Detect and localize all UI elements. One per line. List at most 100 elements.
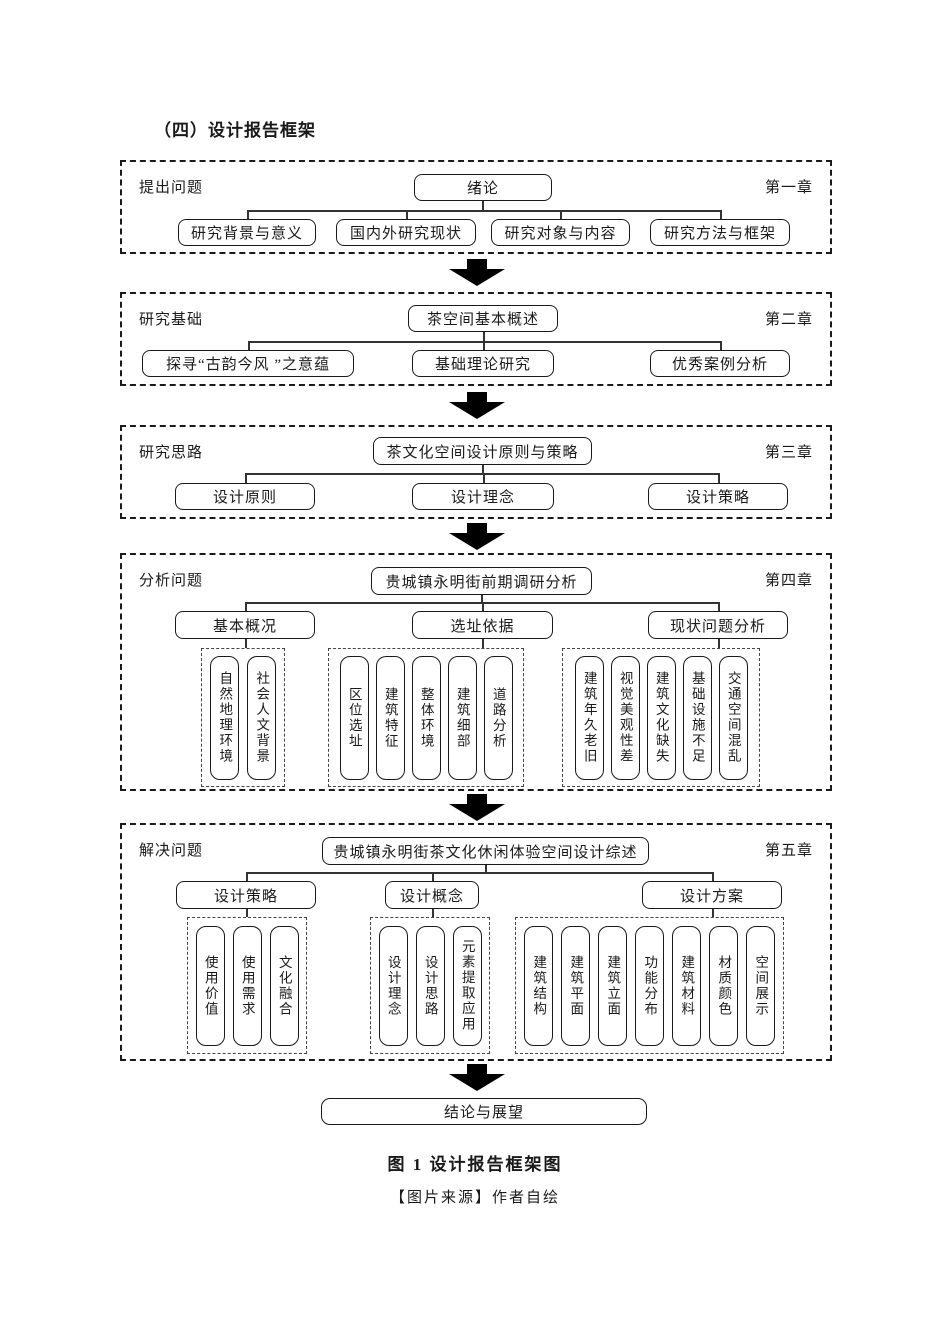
section-chapter-2: 研究基础 第二章 茶空间基本概述 探寻“古韵今风 ”之意蕴 基础理论研究 优秀案… bbox=[120, 292, 832, 386]
arrow-head bbox=[449, 402, 505, 419]
child-node: 设计原则 bbox=[175, 483, 315, 510]
connector-line bbox=[483, 332, 485, 341]
connector-line bbox=[720, 341, 722, 350]
arrow-head bbox=[449, 269, 505, 286]
child-node: 设计策略 bbox=[648, 483, 788, 510]
leaf-node: 交通空间混乱 bbox=[718, 655, 748, 780]
down-arrow-icon bbox=[449, 392, 505, 419]
connector-line bbox=[560, 210, 562, 219]
section-chapter-label: 第三章 bbox=[764, 445, 813, 461]
leaf-node: 设计思路 bbox=[415, 925, 445, 1046]
leaf-node: 设计理念 bbox=[378, 925, 408, 1046]
leaf-node: 建筑平面 bbox=[561, 925, 590, 1046]
connector-line bbox=[245, 602, 718, 604]
leaf-node: 使用价值 bbox=[195, 925, 225, 1046]
figure-caption: 图 1 设计报告框架图 bbox=[387, 1155, 563, 1174]
down-arrow-icon bbox=[449, 259, 505, 286]
parent-node: 绪论 bbox=[414, 174, 552, 201]
connector-line bbox=[712, 872, 714, 881]
child-node: 现状问题分析 bbox=[648, 611, 788, 639]
leaf-node: 建筑材料 bbox=[672, 925, 701, 1046]
leaf-node: 建筑年久老旧 bbox=[574, 655, 604, 780]
leaf-node: 自然地理环境 bbox=[210, 655, 239, 780]
section-chapter-label: 第四章 bbox=[764, 573, 813, 589]
child-node: 设计策略 bbox=[176, 881, 316, 909]
section-row-label: 研究思路 bbox=[139, 445, 204, 461]
subgroup-design-strategy: 使用价值 使用需求 文化融合 bbox=[187, 917, 307, 1054]
connector-line bbox=[482, 201, 484, 210]
arrow-stem bbox=[467, 523, 487, 533]
section-row-label: 分析问题 bbox=[139, 573, 204, 589]
child-node: 研究背景与意义 bbox=[178, 219, 316, 246]
connector-line bbox=[481, 595, 483, 602]
connector-line bbox=[720, 210, 722, 219]
leaf-node: 建筑结构 bbox=[524, 925, 553, 1046]
connector-line bbox=[248, 341, 250, 350]
connector-line bbox=[246, 909, 248, 917]
child-node: 设计方案 bbox=[642, 881, 782, 909]
child-node: 设计概念 bbox=[385, 881, 479, 909]
child-node: 国内外研究现状 bbox=[336, 219, 476, 246]
connector-line bbox=[482, 602, 484, 611]
parent-node: 茶文化空间设计原则与策略 bbox=[373, 437, 592, 465]
leaf-node: 建筑立面 bbox=[598, 925, 627, 1046]
section-chapter-1: 提出问题 第一章 绪论 研究背景与意义 国内外研究现状 研究对象与内容 研究方法… bbox=[120, 160, 832, 254]
leaf-node: 区位选址 bbox=[339, 655, 369, 780]
figure-source: 【图片来源】作者自绘 bbox=[389, 1190, 560, 1206]
parent-node: 贵城镇永明街前期调研分析 bbox=[371, 567, 592, 595]
connector-line bbox=[482, 639, 484, 648]
connector-line bbox=[712, 909, 714, 917]
leaf-node: 材质颜色 bbox=[709, 925, 738, 1046]
leaf-node: 道路分析 bbox=[483, 655, 513, 780]
child-node: 优秀案例分析 bbox=[650, 350, 790, 377]
leaf-node: 建筑细部 bbox=[447, 655, 477, 780]
connector-line bbox=[247, 210, 249, 219]
leaf-node: 社会人文背景 bbox=[247, 655, 276, 780]
leaf-node: 建筑特征 bbox=[375, 655, 405, 780]
arrow-head bbox=[449, 804, 505, 821]
subgroup-basic-overview: 自然地理环境 社会人文背景 bbox=[201, 648, 285, 787]
connector-line bbox=[482, 465, 484, 473]
child-node: 研究方法与框架 bbox=[650, 219, 790, 246]
leaf-node: 整体环境 bbox=[411, 655, 441, 780]
section-chapter-label: 第一章 bbox=[764, 180, 813, 196]
arrow-head bbox=[449, 1074, 505, 1091]
leaf-node: 基础设施不足 bbox=[682, 655, 712, 780]
leaf-node: 文化融合 bbox=[269, 925, 299, 1046]
child-node: 基础理论研究 bbox=[412, 350, 554, 377]
child-node: 设计理念 bbox=[412, 483, 554, 510]
connector-line bbox=[483, 473, 485, 483]
child-node: 基本概况 bbox=[175, 611, 315, 639]
connector-line bbox=[245, 473, 718, 475]
leaf-node: 元素提取应用 bbox=[452, 925, 482, 1046]
connector-line bbox=[483, 341, 485, 350]
child-node: 探寻“古韵今风 ”之意蕴 bbox=[142, 350, 354, 377]
connector-line bbox=[718, 473, 720, 483]
connector-line bbox=[245, 473, 247, 483]
connector-line bbox=[406, 210, 408, 219]
section-chapter-label: 第五章 bbox=[764, 843, 813, 859]
parent-node: 贵城镇永明街茶文化休闲体验空间设计综述 bbox=[322, 837, 649, 865]
leaf-node: 建筑文化缺失 bbox=[646, 655, 676, 780]
section-row-label: 提出问题 bbox=[139, 180, 204, 196]
section-chapter-5: 解决问题 第五章 贵城镇永明街茶文化休闲体验空间设计综述 设计策略 设计概念 设… bbox=[120, 823, 832, 1061]
connector-line bbox=[245, 639, 247, 648]
arrow-stem bbox=[467, 392, 487, 402]
connector-line bbox=[718, 639, 720, 648]
connector-line bbox=[432, 872, 434, 881]
leaf-node: 功能分布 bbox=[635, 925, 664, 1046]
arrow-stem bbox=[467, 1064, 487, 1074]
section-row-label: 解决问题 bbox=[139, 843, 204, 859]
connector-line bbox=[718, 602, 720, 611]
section-chapter-3: 研究思路 第三章 茶文化空间设计原则与策略 设计原则 设计理念 设计策略 bbox=[120, 425, 832, 519]
subgroup-problem-analysis: 建筑年久老旧 视觉美观性差 建筑文化缺失 基础设施不足 交通空间混乱 bbox=[562, 648, 760, 787]
child-node: 研究对象与内容 bbox=[491, 219, 630, 246]
down-arrow-icon bbox=[449, 794, 505, 821]
subgroup-design-concept: 设计理念 设计思路 元素提取应用 bbox=[370, 917, 490, 1054]
leaf-node: 空间展示 bbox=[746, 925, 775, 1046]
section-chapter-4: 分析问题 第四章 贵城镇永明街前期调研分析 基本概况 选址依据 现状问题分析 自… bbox=[120, 553, 832, 791]
page-title: （四）设计报告框架 bbox=[154, 121, 316, 140]
arrow-stem bbox=[467, 259, 487, 269]
connector-line bbox=[245, 602, 247, 611]
